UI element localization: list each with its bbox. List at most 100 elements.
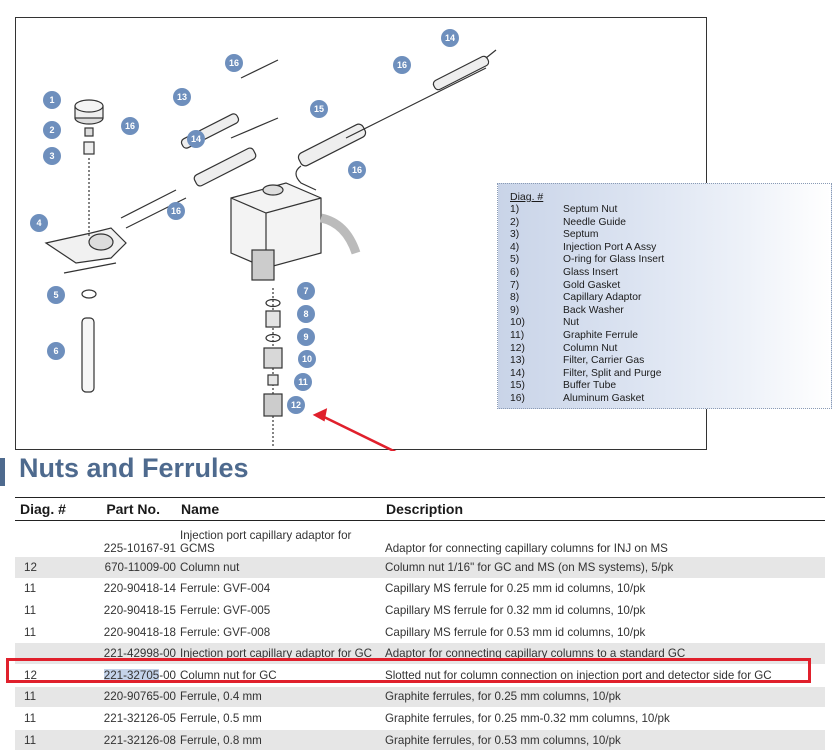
cell-diag: 11 <box>15 686 81 709</box>
svg-text:12: 12 <box>291 400 301 410</box>
svg-text:13: 13 <box>177 92 187 102</box>
table-row: 11 220-90418-14 Ferrule: GVF-004 Capilla… <box>15 578 825 601</box>
legend-item-number: 2) <box>510 216 520 228</box>
legend-item-number: 15) <box>510 380 525 392</box>
callout-16-c: 16 <box>167 202 185 220</box>
table-row: 11 220-90418-18 Ferrule: GVF-008 Capilla… <box>15 621 825 644</box>
legend-item: 5)O-ring for Glass Insert <box>510 254 831 267</box>
svg-text:8: 8 <box>303 309 308 319</box>
section-header: Nuts and Ferrules <box>0 452 400 490</box>
table-row: 11 221-32126-05 Ferrule, 0.5 mm Graphite… <box>15 707 825 730</box>
callout-16-e: 16 <box>348 161 366 179</box>
callout-16-a: 16 <box>225 54 243 72</box>
cell-part-no: 220-90765-00 <box>81 686 176 709</box>
legend-item-number: 3) <box>510 229 520 241</box>
legend-item-label: Septum <box>563 229 599 241</box>
callout-7: 7 <box>297 282 315 300</box>
legend-item-label: Nut <box>563 317 580 329</box>
legend-item: 16)Aluminum Gasket <box>510 393 831 406</box>
legend-item-label: Injection Port A Assy <box>563 241 657 253</box>
legend-item: 9) Back Washer <box>510 305 831 318</box>
cell-description: Column nut 1/16" for GC and MS (on MS sy… <box>381 556 825 579</box>
legend-item: 3) Septum <box>510 229 831 242</box>
legend-item-label: Gold Gasket <box>563 279 621 291</box>
legend-item-label: Glass Insert <box>563 266 618 278</box>
callout-16-b: 16 <box>121 117 139 135</box>
svg-text:14: 14 <box>191 134 201 144</box>
red-highlight-box <box>6 658 811 683</box>
cell-part-no: 220-90418-15 <box>81 599 176 622</box>
legend-item-label: Septum Nut <box>563 204 618 215</box>
legend-item-label: Graphite Ferrule <box>563 329 638 341</box>
legend-item-number: 13) <box>510 355 525 367</box>
legend-item: 6)Glass Insert <box>510 267 831 280</box>
table-row: 225-10167-91 Injection port capillary ad… <box>15 520 825 557</box>
legend-item-label: Filter, Split and Purge <box>563 367 662 379</box>
svg-text:9: 9 <box>303 332 308 342</box>
header-part-no: Part No. <box>81 497 176 521</box>
svg-text:15: 15 <box>314 104 324 114</box>
parts-table: Diag. # Part No. Name Description 225-10… <box>15 497 825 751</box>
cell-part-no: 221-32126-05 <box>81 707 176 730</box>
callout-11: 11 <box>294 373 312 391</box>
legend-item-number: 7) <box>510 279 520 291</box>
legend-title: Diag. # <box>510 191 544 203</box>
callout-15: 15 <box>310 100 328 118</box>
legend-item-number: 8) <box>510 292 520 304</box>
section-title: Nuts and Ferrules <box>19 453 249 483</box>
svg-text:6: 6 <box>53 346 58 356</box>
cell-description: Graphite ferrules, for 0.25 mm columns, … <box>381 686 825 709</box>
cell-name: Ferrule, 0.4 mm <box>176 686 381 709</box>
legend-item: 1) Septum Nut <box>510 204 831 217</box>
table-row: 11 220-90418-15 Ferrule: GVF-005 Capilla… <box>15 599 825 622</box>
callout-14-right: 14 <box>441 29 459 47</box>
cell-part-no: 221-32126-08 <box>81 729 176 751</box>
legend-item: 7) Gold Gasket <box>510 280 831 293</box>
svg-text:16: 16 <box>229 58 239 68</box>
cell-diag: 11 <box>15 729 81 751</box>
legend-item-number: 9) <box>510 304 520 316</box>
cell-description: Capillary MS ferrule for 0.32 mm id colu… <box>381 599 825 622</box>
cell-name: Ferrule: GVF-005 <box>176 599 381 622</box>
callout-5: 5 <box>47 286 65 304</box>
callout-8: 8 <box>297 305 315 323</box>
legend-item-number: 1) <box>510 204 520 215</box>
svg-text:2: 2 <box>49 125 54 135</box>
svg-text:1: 1 <box>49 95 54 105</box>
cell-diag: 11 <box>15 621 81 644</box>
cell-name: Ferrule, 0.8 mm <box>176 729 381 751</box>
legend-item: 8) Capillary Adaptor <box>510 292 831 305</box>
section-accent-bar <box>0 458 5 486</box>
legend-item-label: Capillary Adaptor <box>563 292 642 304</box>
legend-item-label: Buffer Tube <box>563 380 617 392</box>
legend-item-label: O-ring for Glass Insert <box>563 254 665 266</box>
cell-description: Capillary MS ferrule for 0.25 mm id colu… <box>381 578 825 601</box>
legend-item: 14)Filter, Split and Purge <box>510 368 831 381</box>
cell-diag: 11 <box>15 707 81 730</box>
table-row: 11 220-90765-00 Ferrule, 0.4 mm Graphite… <box>15 686 825 709</box>
cell-description: Adaptor for connecting capillary columns… <box>381 520 825 557</box>
callout-10: 10 <box>298 350 316 368</box>
legend-item-number: 10) <box>510 317 525 329</box>
callout-2: 2 <box>43 121 61 139</box>
header-diag: Diag. # <box>15 497 81 521</box>
legend-item-label: Filter, Carrier Gas <box>563 355 645 367</box>
legend-item: 15) Buffer Tube <box>510 380 831 393</box>
legend-item: 4)Injection Port A Assy <box>510 242 831 255</box>
legend-item-number: 12) <box>510 342 525 354</box>
cell-part-no: 225-10167-91 <box>81 520 176 557</box>
header-name: Name <box>176 497 381 521</box>
table-row: 11 221-32126-08 Ferrule, 0.8 mm Graphite… <box>15 729 825 751</box>
legend-item: 11)Graphite Ferrule <box>510 330 831 343</box>
part-no-suffix: -00 <box>159 668 176 682</box>
cell-diag: 11 <box>15 599 81 622</box>
cell-diag: 11 <box>15 578 81 601</box>
cell-diag: 12 <box>15 556 81 579</box>
legend-item-label: Back Washer <box>563 304 624 316</box>
legend-item: 10) Nut <box>510 317 831 330</box>
cell-part-no: 221-32705-00 <box>81 664 176 687</box>
header-description: Description <box>381 497 825 521</box>
svg-text:16: 16 <box>397 60 407 70</box>
legend-item-number: 16) <box>510 392 525 404</box>
selected-text[interactable]: 221-32705 <box>103 668 160 682</box>
